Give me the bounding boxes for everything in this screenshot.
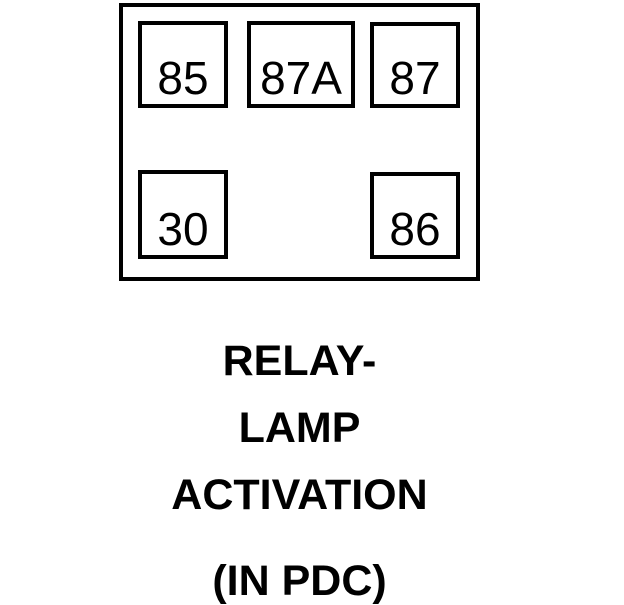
terminal-30-label: 30 <box>157 203 209 255</box>
terminal-30: 30 <box>138 170 228 259</box>
caption-line-relay: RELAY- <box>222 337 377 385</box>
terminal-85: 85 <box>138 21 228 108</box>
terminal-86-label: 86 <box>389 203 441 255</box>
relay-body-outline: 85 87A 87 30 86 <box>119 3 480 281</box>
caption-line-in-pdc: (IN PDC) <box>212 557 387 605</box>
terminal-87: 87 <box>370 22 460 108</box>
caption-line-activation: ACTIVATION <box>171 471 428 519</box>
terminal-85-label: 85 <box>157 52 209 104</box>
terminal-87a-label: 87A <box>260 52 342 104</box>
terminal-87-label: 87 <box>389 52 441 104</box>
terminal-86: 86 <box>370 172 460 259</box>
caption-line-lamp: LAMP <box>238 404 361 452</box>
terminal-87a: 87A <box>247 21 355 108</box>
